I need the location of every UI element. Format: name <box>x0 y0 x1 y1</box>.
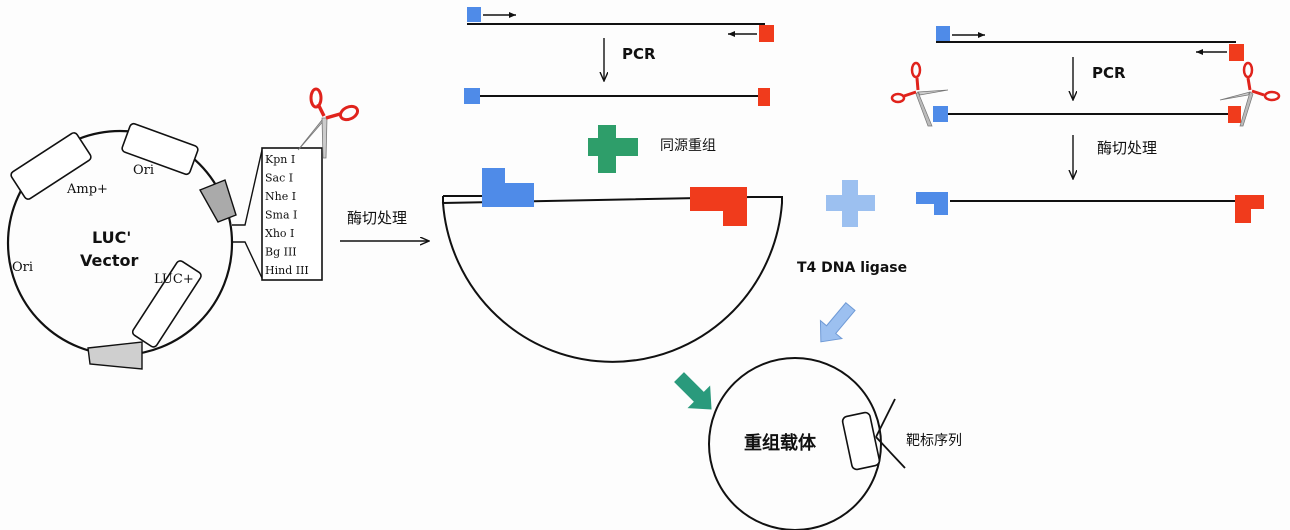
target-insert-box <box>841 411 881 471</box>
promoter-segment <box>198 179 237 223</box>
mcs-site: Nhe I <box>265 190 296 203</box>
digest-label-right: 酶切处理 <box>1097 139 1157 157</box>
mcs-site: Kpn I <box>265 153 295 166</box>
mcs-site: Hind III <box>265 264 309 277</box>
plus-lightblue-icon <box>826 180 875 227</box>
mcs-site: Xho I <box>265 227 294 240</box>
ori-box-top <box>121 122 199 176</box>
vector-title-line2: Vector <box>80 251 138 270</box>
luc-vector-plasmid: Ori Amp+ Ori LUC+ LUC' Vector <box>6 122 237 370</box>
pcr-label-middle: PCR <box>622 45 656 63</box>
luc-gene-box <box>131 260 202 348</box>
digest-label-left: 酶切处理 <box>347 209 407 227</box>
reverse-primer-red-right <box>1229 44 1244 61</box>
linearized-vector <box>441 168 783 363</box>
target-sequence-label: 靶标序列 <box>906 433 962 449</box>
reverse-primer-red <box>759 25 774 42</box>
t4-ligase-label: T4 DNA ligase <box>797 260 907 276</box>
scissors-left-icon <box>890 61 949 127</box>
luc-label: LUC+ <box>154 272 194 287</box>
pcr-product-homologous <box>464 88 770 106</box>
forward-primer-blue-right <box>936 26 950 41</box>
plus-green-icon <box>588 125 638 173</box>
pcr-label-right: PCR <box>1092 64 1126 82</box>
forward-primer-blue <box>467 7 481 22</box>
restriction-site-blue <box>933 106 948 122</box>
mcs-box <box>261 147 323 281</box>
ligation-arrow <box>819 302 856 343</box>
pcr-template-homologous <box>467 7 774 42</box>
vector-title-line1: LUC' <box>92 228 131 247</box>
amp-label: Amp+ <box>66 182 108 197</box>
insert-end-red <box>1235 195 1264 223</box>
digested-insert <box>916 192 1264 223</box>
vector-end-blue <box>482 168 534 207</box>
insert-end-blue <box>916 192 948 215</box>
terminator-segment <box>87 341 143 370</box>
pcr-template-digest <box>936 26 1244 61</box>
recombination-arrow <box>674 372 712 410</box>
restriction-site-red <box>1228 106 1241 123</box>
recombinant-vector: 重组载体 靶标序列 <box>708 357 962 530</box>
scissors-right-icon <box>1219 61 1281 127</box>
mcs-site: Sac I <box>265 172 293 185</box>
homology-arm-red <box>758 88 770 106</box>
homology-arm-blue <box>464 88 480 104</box>
mcs-site: Sma I <box>265 209 297 222</box>
mcs-callout: Kpn I Sac I Nhe I Sma I Xho I Bg III Hind III <box>232 147 323 281</box>
ori-label-left: Ori <box>12 260 33 275</box>
amp-gene-box <box>10 132 92 200</box>
homologous-recombination-label: 同源重组 <box>660 138 716 154</box>
pcr-product-digest <box>933 106 1241 123</box>
vector-end-red <box>690 187 747 226</box>
mcs-site-list: Kpn I Sac I Nhe I Sma I Xho I Bg III Hind III <box>265 153 309 277</box>
recombinant-vector-label: 重组载体 <box>744 432 817 454</box>
scissors-icon <box>297 87 360 159</box>
ori-label-top: Ori <box>133 163 154 178</box>
mcs-site: Bg III <box>265 246 297 259</box>
